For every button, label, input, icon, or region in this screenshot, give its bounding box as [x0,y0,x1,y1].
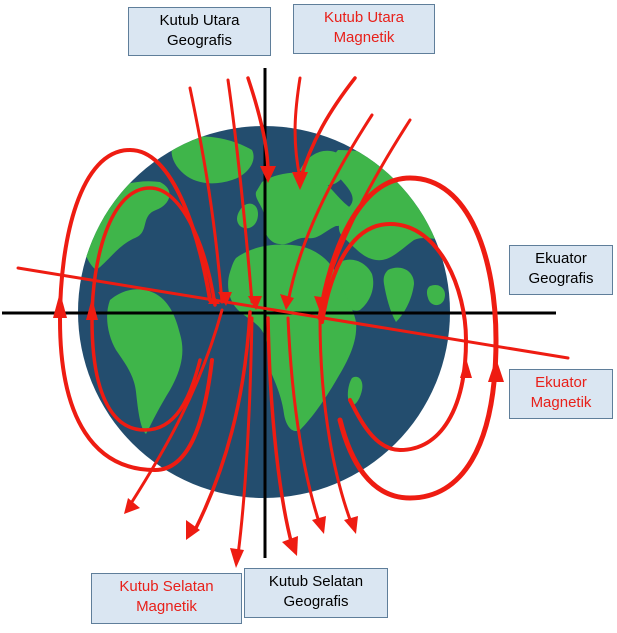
arrow-head-icon [230,548,244,568]
arrow-head-icon [248,296,262,310]
label-line: Kutub Selatan [119,578,214,595]
arrow-head-icons [53,166,504,568]
label-line: Kutub Utara [159,12,240,29]
label-magnetic-north: Kutub Utara Magnetik [293,4,435,54]
land-south-america [107,289,183,434]
field-line-top-4 [293,76,302,180]
magnetic-equator-line [16,266,570,360]
label-geographic-north: Kutub Utara Geografis [128,7,271,56]
field-line-right-outer [317,175,499,501]
field-line-top-7 [320,118,412,304]
field-line-top-6 [286,113,374,304]
field-line-right-inner [320,221,469,453]
field-line-center-5 [286,316,322,527]
magnetic-field-lines [16,76,570,557]
label-geographic-south: Kutub Selatan Geografis [244,568,388,618]
label-line: Ekuator [535,374,587,391]
label-line: Magnetik [530,394,592,411]
arrow-head-icon [124,498,140,514]
land-greenland [171,136,254,184]
label-geographic-equator: Ekuator Geografis [509,245,613,295]
arrow-head-icon [292,172,308,190]
label-magnetic-south: Kutub Selatan Magnetik [91,573,242,624]
label-line: Geografis [283,593,349,610]
arrow-head-icon [86,298,98,320]
field-line-center-4 [266,316,294,547]
field-line-top-3 [246,76,270,174]
field-line-center-1 [128,308,224,507]
arrow-head-icon [53,292,67,318]
label-line: Ekuator [535,250,587,267]
land-southeast-asia [426,284,446,306]
arrow-head-icon [280,294,294,310]
label-line: Kutub Selatan [268,573,364,590]
arrow-head-icon [460,358,472,378]
field-line-center-6 [318,316,354,527]
label-line: Geografis [528,270,594,287]
arrow-head-icon [218,292,232,306]
arrow-head-icon [344,516,358,534]
field-line-left-outer [57,147,214,473]
label-line: Kutub Utara [323,9,405,26]
arrow-head-icon [282,536,298,556]
field-line-top-1 [188,86,224,304]
label-line: Magnetik [333,29,395,46]
land-india [383,267,414,322]
field-line-top-2 [226,78,254,304]
field-line-center-2 [193,310,252,532]
arrow-head-icon [314,296,328,312]
arrow-head-icon [260,166,276,183]
arrow-head-icon [488,358,504,382]
label-line: Geografis [166,32,233,49]
arrow-head-icon [208,296,220,304]
label-magnetic-equator: Ekuator Magnetik [509,369,613,419]
arrow-head-icon [186,520,200,540]
label-line: Magnetik [136,598,197,615]
land-madagascar [347,376,363,406]
field-line-top-5 [298,76,357,182]
arrow-head-icon [312,516,326,534]
field-line-center-3 [236,316,254,557]
